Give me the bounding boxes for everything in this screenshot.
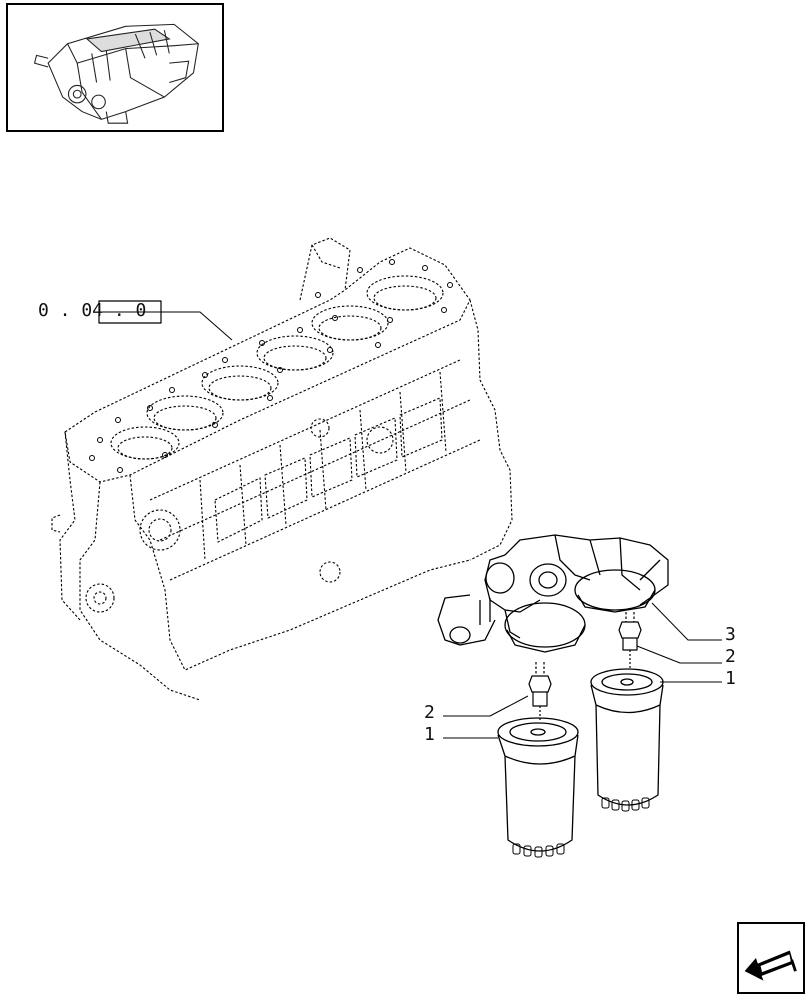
adapter-nipple-left — [528, 662, 552, 720]
oil-filter-right — [590, 668, 664, 812]
leader-lines — [94, 311, 722, 739]
reference-code[interactable]: 0 . 04 . 0 — [38, 300, 147, 321]
next-page-button[interactable] — [737, 922, 805, 994]
part-label-3-right: 3 — [725, 624, 736, 645]
reference-code-box — [98, 300, 162, 324]
part-label-2-right: 2 — [725, 646, 736, 667]
part-label-2-left: 2 — [424, 702, 435, 723]
oil-filter-left — [497, 717, 579, 858]
engine-block — [51, 237, 513, 701]
cylinder-bores — [110, 275, 444, 460]
next-page-arrow-icon — [744, 950, 797, 981]
adapter-nipple-right — [618, 612, 642, 668]
engine-thumbnail — [6, 3, 224, 132]
part-label-1-right: 1 — [725, 668, 736, 689]
engine-thumbnail-icon — [33, 23, 199, 124]
oil-filter-support — [437, 534, 669, 653]
head-bolt-holes — [89, 259, 453, 473]
part-label-1-left: 1 — [424, 724, 435, 745]
